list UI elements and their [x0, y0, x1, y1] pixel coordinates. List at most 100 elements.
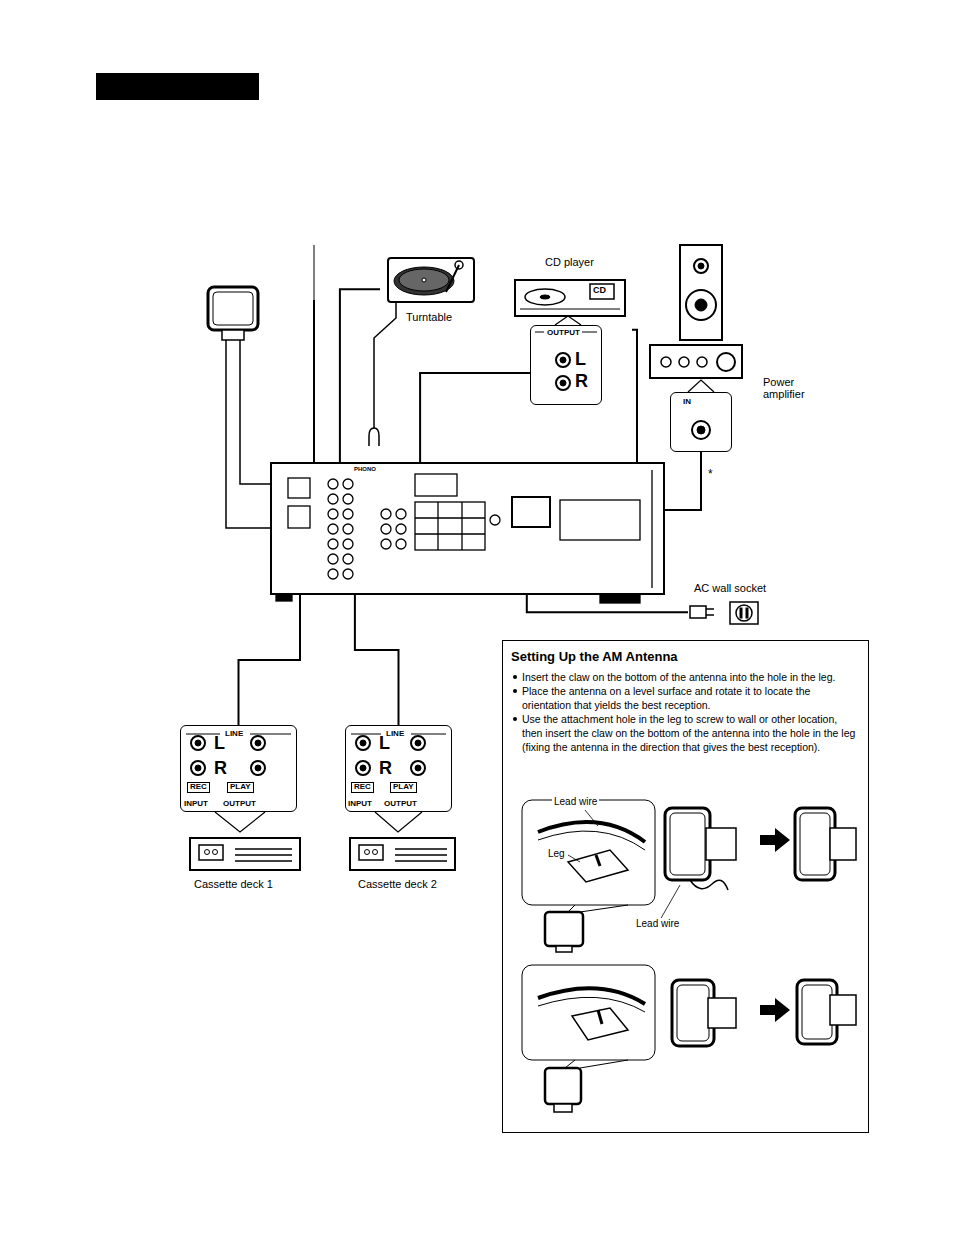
- text-label: IN: [683, 398, 691, 407]
- wall-socket-plug-part: [706, 614, 714, 616]
- box-heading: Setting Up the AM Antenna: [511, 648, 860, 666]
- cd-player-part: [540, 295, 550, 299]
- cassette-deck-1-part: [213, 850, 218, 855]
- bullet-row: Use the attachment hole in the leg to sc…: [511, 712, 860, 755]
- jack-panel: LINELRRECPLAYINPUTOUTPUT: [345, 725, 452, 812]
- receiver-rear-panel-part: [381, 524, 391, 534]
- receiver-rear-panel-part: [415, 517, 485, 518]
- antenna-assembly-figures-part: [545, 1068, 581, 1104]
- receiver-rear-panel-part: [343, 524, 353, 534]
- receiver-rear-panel-part: [343, 479, 353, 489]
- cassette-deck-2-part: [395, 854, 447, 856]
- device-label: Turntable: [380, 243, 480, 327]
- jack-panel: LINELRRECPLAYINPUTOUTPUT: [180, 725, 297, 812]
- speaker-and-amplifier-part: [692, 421, 710, 439]
- antenna-assembly-figures-part: [800, 813, 830, 875]
- cassette-deck-1-part: [251, 761, 265, 775]
- speaker-and-amplifier-part: [717, 353, 735, 371]
- speaker-and-amplifier-part: [650, 345, 742, 378]
- speaker-and-amplifier: [650, 245, 742, 439]
- cassette-deck-2-part: [395, 848, 447, 850]
- wall-socket-plug-part: [690, 606, 706, 618]
- receiver-rear-panel-part: [343, 569, 353, 579]
- receiver-rear-panel-part: [343, 554, 353, 564]
- turntable-part: [422, 278, 426, 282]
- device-label: AC wall socket: [688, 580, 785, 632]
- part-name: Lead wire: [634, 918, 681, 929]
- cd-player-part: [525, 289, 565, 305]
- jack-panel: IN: [670, 392, 732, 452]
- antenna-assembly-figures-part: [585, 810, 598, 826]
- instruction-box: Setting Up the AM AntennaInsert the claw…: [502, 640, 869, 1133]
- antenna-assembly-figures-part: [795, 808, 835, 880]
- antenna-assembly-figures-part: [522, 800, 655, 905]
- cassette-deck-2-part: [411, 761, 425, 775]
- cassette-deck-2-part: [415, 740, 421, 746]
- cassette-deck-2-part: [375, 812, 422, 832]
- turntable-part: [446, 265, 459, 292]
- receiver-rear-panel-part: [490, 515, 500, 525]
- turntable-part: [399, 269, 449, 291]
- jack-tag: REC: [187, 782, 210, 793]
- receiver-rear-panel-part: [328, 569, 338, 579]
- cassette-deck-2-part: [373, 850, 378, 855]
- am-loop-antenna-part: [240, 340, 270, 484]
- display-text: CD: [593, 286, 606, 296]
- device-label: Power amplifierIN: [645, 240, 827, 458]
- receiver-rear-panel-part: [381, 539, 391, 549]
- receiver-rear-panel-part: [288, 478, 310, 498]
- device-label: Cassette deck 1LINELRRECPLAYINPUTOUTPUT: [172, 718, 307, 898]
- cd-player-part: [560, 380, 566, 386]
- speaker-and-amplifier-part: [661, 357, 671, 367]
- instruction-text: Use the attachment hole in the leg to sc…: [522, 712, 860, 755]
- am-loop-antenna: [208, 287, 270, 528]
- footnote-mark: *: [708, 468, 713, 481]
- cd-player: [515, 280, 625, 390]
- receiver-rear-panel-part: [651, 470, 652, 588]
- antenna-assembly-figures-part: [568, 855, 580, 862]
- receiver-rear-panel-part: [560, 500, 640, 540]
- wall-socket-plug-part: [740, 608, 742, 618]
- part-name: Leg: [546, 848, 567, 859]
- cassette-deck-1-part: [190, 838, 300, 870]
- text-label: CD player: [545, 256, 594, 268]
- antenna-assembly-figures-part: [538, 822, 645, 842]
- audio-cable: [420, 373, 530, 462]
- antenna-assembly-figures-part: [830, 828, 856, 860]
- title-bar: [96, 73, 259, 100]
- antenna-assembly-figures-part: [760, 998, 790, 1022]
- antenna-assembly-figures-part: [660, 885, 680, 920]
- receiver-rear-panel-part: [343, 494, 353, 504]
- ground-wire: [369, 302, 396, 446]
- wall-socket-plug-part: [746, 608, 748, 618]
- cassette-deck-2-part: [356, 736, 370, 750]
- cassette-deck-1-part: [191, 736, 205, 750]
- cassette-deck-2-part: [365, 850, 370, 855]
- cd-player-part: [515, 280, 625, 316]
- audio-cable: [355, 595, 399, 725]
- cassette-deck-2-part: [360, 765, 366, 771]
- device-label: Cassette deck 2LINELRRECPLAYINPUTOUTPUT: [340, 718, 465, 898]
- cassette-deck-1-part: [251, 736, 265, 750]
- antenna-assembly-figures-part: [670, 813, 705, 875]
- text-label: Turntable: [406, 311, 452, 323]
- receiver-rear-panel-part: [328, 479, 338, 489]
- audio-cable: [632, 330, 637, 462]
- cassette-deck-2-part: [395, 860, 447, 862]
- cassette-deck-1-part: [215, 812, 265, 832]
- cassette-deck-2-part: [359, 845, 383, 860]
- speaker-and-amplifier-part: [697, 426, 705, 434]
- bullet-dot: [513, 675, 517, 679]
- antenna-assembly-figures-part: [677, 985, 709, 1041]
- speaker-and-amplifier-part: [688, 380, 714, 392]
- cassette-deck-2-part: [351, 734, 381, 735]
- instruction-text: Place the antenna on a level surface and…: [522, 684, 860, 712]
- wall-socket-plug-part: [736, 605, 752, 621]
- receiver-rear-panel-part: [415, 533, 485, 534]
- cassette-deck-1-part: [255, 765, 261, 771]
- channel-letter: L: [575, 350, 586, 368]
- title-bar-part: [96, 73, 259, 100]
- receiver-rear-panel-part: [437, 502, 438, 550]
- receiver-rear-panel-part: [328, 509, 338, 519]
